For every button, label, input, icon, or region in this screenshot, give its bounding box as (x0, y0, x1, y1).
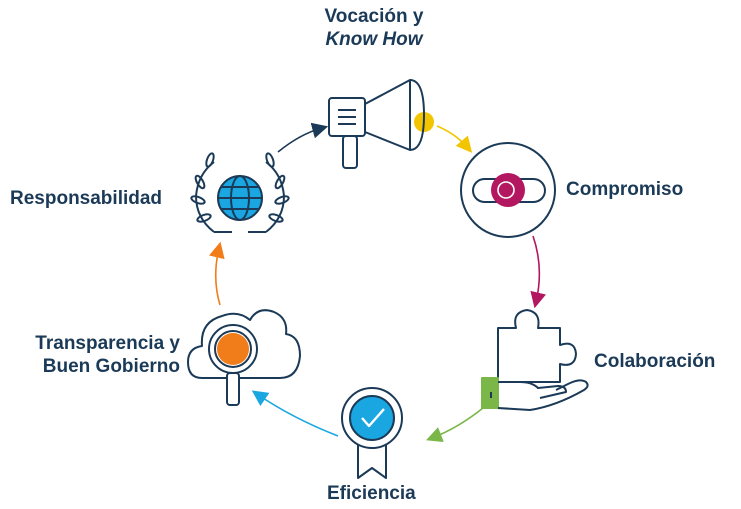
arrow-transparencia-to-responsabilidad (209, 241, 225, 306)
arrow-colaboracion-to-eficiencia (426, 407, 484, 443)
toggle-switch-icon (460, 142, 556, 238)
label-transparencia-line2: Buen Gobierno (42, 356, 180, 377)
arrow-responsabilidad-to-vocacion (277, 122, 329, 153)
label-vocacion: Vocación y Know How (310, 5, 438, 51)
label-compromiso: Compromiso (566, 178, 683, 201)
arrow-eficiencia-to-transparencia (251, 390, 339, 437)
label-eficiencia: Eficiencia (327, 482, 416, 505)
globe-laurel-icon (190, 152, 290, 233)
label-transparencia-line1: Transparencia y (35, 333, 180, 354)
megaphone-icon (328, 79, 434, 169)
label-responsabilidad-text: Responsabilidad (10, 188, 163, 209)
puzzle-hand-icon (481, 309, 589, 411)
label-colaboracion-text: Colaboración (594, 351, 716, 372)
cloud-magnifier-icon (187, 309, 301, 406)
label-vocacion-line1: Vocación y (324, 6, 424, 27)
label-transparencia: Transparencia y Buen Gobierno (8, 332, 180, 378)
arrow-compromiso-to-colaboracion (530, 235, 546, 309)
award-badge-icon (341, 387, 403, 479)
label-colaboracion: Colaboración (594, 350, 715, 373)
arrow-vocacion-to-compromiso (436, 125, 473, 153)
label-compromiso-text: Compromiso (566, 179, 684, 200)
label-vocacion-line2: Know How (325, 29, 423, 50)
label-eficiencia-text: Eficiencia (327, 483, 416, 504)
label-responsabilidad: Responsabilidad (10, 187, 162, 210)
